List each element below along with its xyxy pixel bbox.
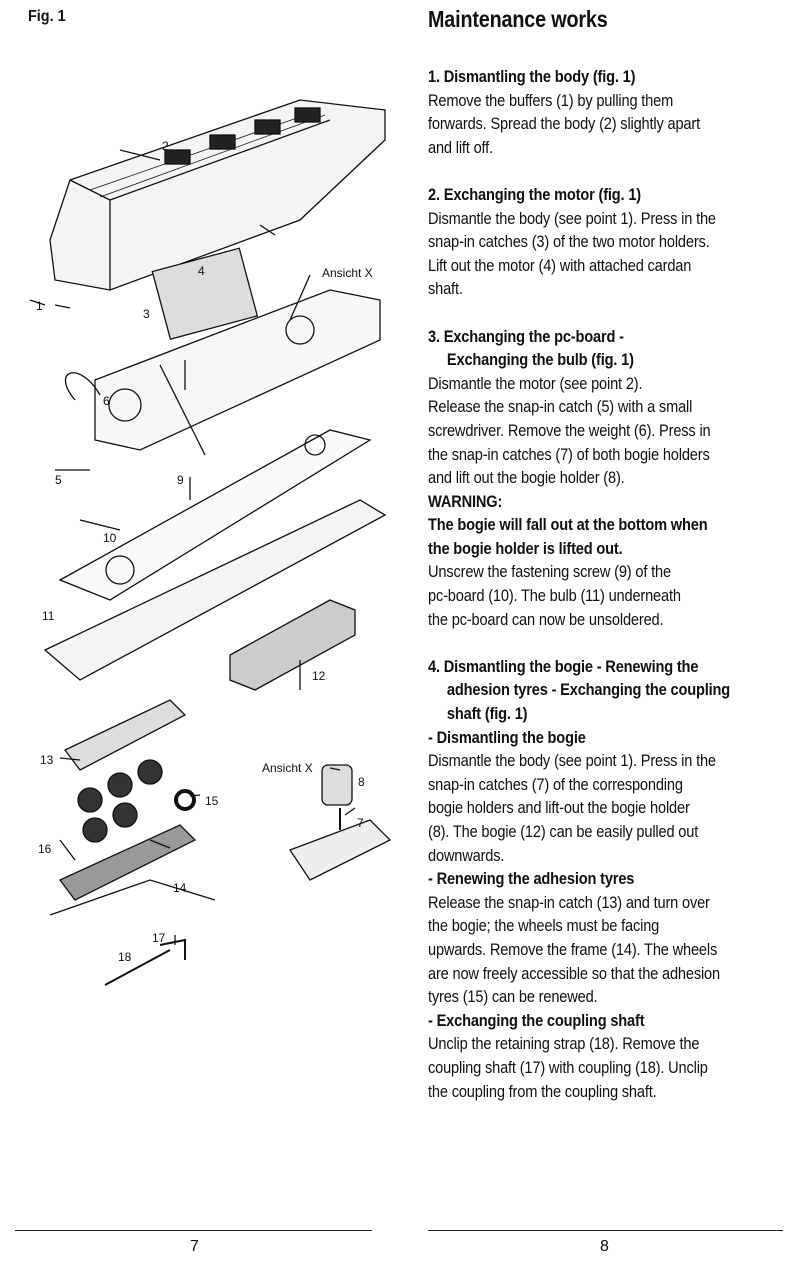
text-line: snap-in catches (7) of the corresponding — [428, 774, 683, 794]
section-heading-line: Exchanging the bulb (fig. 1) — [446, 350, 634, 370]
text-line: Dismantle the body (see point 1). Press … — [428, 751, 716, 771]
text-line: coupling shaft (17) with coupling (18). … — [428, 1057, 708, 1077]
text-line: bogie holders and lift-out the bogie hol… — [428, 798, 690, 818]
callout-labels: 1 2 3 4 5 6 7 8 9 10 11 12 13 14 15 16 1… — [36, 139, 373, 964]
view-label-ansicht-x-2: Ansicht X — [262, 761, 313, 775]
section-heading-line: shaft (fig. 1) — [446, 704, 528, 724]
callout-13: 13 — [40, 753, 54, 767]
text-line: and lift off. — [428, 137, 493, 157]
text-line: Unscrew the fastening screw (9) of the — [428, 562, 671, 582]
loco-body — [49, 99, 386, 291]
callout-17: 17 — [152, 931, 166, 945]
text-line: forwards. Spread the body (2) slightly a… — [428, 114, 700, 134]
text-line: the pc-board can now be unsoldered. — [428, 609, 664, 629]
callout-5: 5 — [55, 473, 62, 487]
section-heading-line: The bogie will fall out at the bottom wh… — [428, 515, 708, 535]
callout-8: 8 — [358, 775, 365, 789]
text-line: shaft. — [428, 279, 463, 299]
callout-7: 7 — [357, 816, 364, 830]
footer-rule-left — [15, 1230, 372, 1231]
section-heading-line: - Exchanging the coupling shaft — [428, 1010, 645, 1030]
page-number-left: 7 — [190, 1238, 199, 1255]
text-line: Lift out the motor (4) with attached car… — [428, 255, 692, 275]
callout-3: 3 — [143, 307, 150, 321]
text-line: pc-board (10). The bulb (11) underneath — [428, 586, 681, 606]
text-line: upwards. Remove the frame (14). The whee… — [428, 939, 718, 959]
section-heading-line: 3. Exchanging the pc-board - — [428, 326, 624, 346]
text-line: downwards. — [428, 845, 505, 865]
section-heading-line: 2. Exchanging the motor (fig. 1) — [428, 184, 641, 204]
callout-18: 18 — [118, 950, 132, 964]
text-line: Dismantle the body (see point 1). Press … — [428, 208, 716, 228]
section-heading-line: - Dismantling the bogie — [428, 727, 586, 747]
text-line: are now freely accessible so that the ad… — [428, 963, 720, 983]
coupling-shaft — [104, 938, 186, 986]
section-heading-line: WARNING: — [428, 491, 503, 511]
blank-line — [428, 159, 746, 183]
text-line: snap-in catches (3) of the two motor hol… — [428, 232, 710, 252]
callout-10: 10 — [103, 531, 117, 545]
callout-9: 9 — [177, 473, 184, 487]
callout-12: 12 — [312, 669, 326, 683]
callout-6: 6 — [103, 394, 110, 408]
exploded-diagram: 1 2 3 4 5 6 7 8 9 10 11 12 13 14 15 16 1… — [29, 99, 392, 986]
bogie — [229, 599, 356, 691]
text-line: Remove the buffers (1) by pulling them — [428, 90, 674, 110]
callout-15: 15 — [205, 794, 219, 808]
footer-rule-right — [428, 1230, 783, 1231]
text-line: Release the snap-in catch (13) and turn … — [428, 892, 710, 912]
text-line: the snap-in catches (7) of both bogie ho… — [428, 444, 710, 464]
text-line: (8). The bogie (12) can be easily pulled… — [428, 822, 699, 841]
text-line: and lift out the bogie holder (8). — [428, 468, 625, 488]
section-heading-line: - Renewing the adhesion tyres — [428, 869, 635, 889]
text-line: the coupling from the coupling shaft. — [428, 1081, 657, 1101]
text-line: Release the snap-in catch (5) with a sma… — [428, 397, 693, 417]
pc-board — [58, 429, 372, 601]
callout-11: 11 — [42, 609, 55, 623]
text-line: the bogie; the wheels must be facing — [428, 916, 660, 936]
maintenance-text: 1. Dismantling the body (fig. 1) Remove t… — [428, 65, 798, 1103]
bogie-top — [64, 699, 187, 771]
callout-14: 14 — [173, 881, 187, 895]
callout-1: 1 — [36, 299, 43, 313]
text-line: Unclip the retaining strap (18). Remove … — [428, 1034, 700, 1054]
section-heading-line: adhesion tyres - Exchanging the coupling — [446, 680, 731, 700]
section-heading-line: 4. Dismantling the bogie - Renewing the — [428, 656, 699, 676]
text-line: Dismantle the motor (see point 2). — [428, 373, 643, 393]
bogie-holder — [43, 499, 387, 681]
frame — [58, 824, 197, 901]
page-title: Maintenance works — [428, 6, 608, 32]
callout-2: 2 — [162, 139, 169, 153]
view-label-ansicht-x-1: Ansicht X — [322, 266, 373, 280]
callout-16: 16 — [38, 842, 52, 856]
page-number-right: 8 — [600, 1238, 609, 1255]
callout-4: 4 — [198, 264, 205, 278]
motor-chassis — [94, 289, 381, 451]
section-heading-line: 1. Dismantling the body (fig. 1) — [428, 67, 636, 86]
figure-label: Fig. 1 — [28, 8, 66, 25]
blank-line — [428, 301, 746, 325]
text-line: screwdriver. Remove the weight (6). Pres… — [428, 420, 711, 440]
text-line: tyres (15) can be renewed. — [428, 987, 598, 1007]
blank-line — [428, 631, 746, 655]
section-heading-line: the bogie holder is lifted out. — [428, 538, 623, 558]
